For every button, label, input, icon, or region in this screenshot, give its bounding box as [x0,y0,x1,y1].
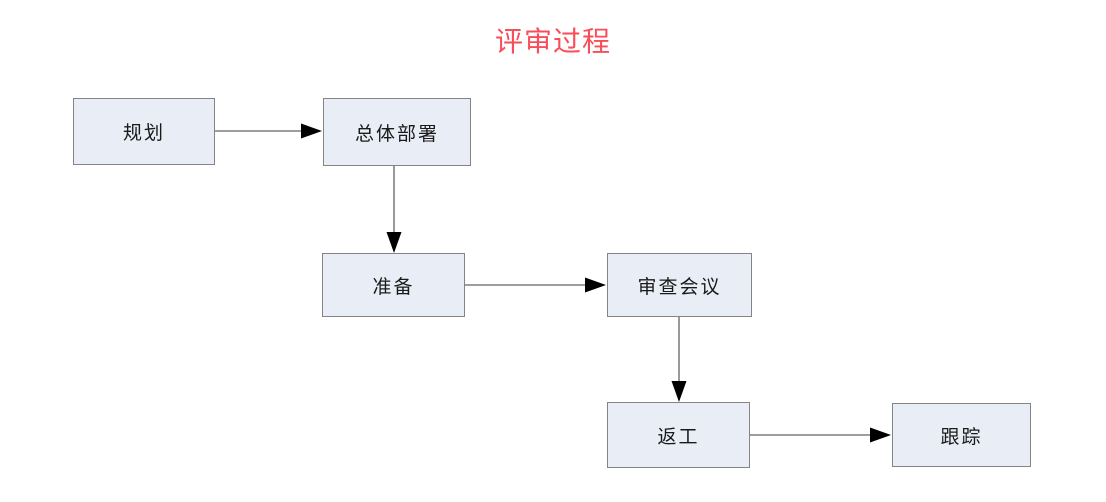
arrowhead-right-icon [870,427,891,443]
flow-node-review-meeting: 审查会议 [607,253,752,317]
flow-node-planning: 规划 [73,98,215,165]
flow-node-label: 总体部署 [354,123,439,145]
flow-node-label: 规划 [122,123,165,144]
flow-node-preparation: 准备 [322,253,465,317]
flow-node-label: 审查会议 [637,276,722,298]
arrowhead-down-icon [386,232,402,253]
flow-node-tracking: 跟踪 [892,403,1031,467]
arrowhead-down-icon [671,381,687,402]
flow-node-label: 跟踪 [940,426,983,448]
flow-node-overall-deployment: 总体部署 [323,98,471,166]
arrow-rework-to-tracking [750,427,891,443]
arrow-planning-to-overall-deployment [215,123,322,139]
arrowhead-right-icon [585,277,606,293]
arrowhead-right-icon [301,123,322,139]
arrow-preparation-to-review-meeting [465,277,606,293]
diagram-title: 评审过程 [494,26,611,57]
flow-node-rework: 返工 [607,402,750,468]
flow-node-label: 准备 [372,276,415,298]
arrow-review-meeting-to-rework [671,317,687,402]
flow-node-label: 返工 [657,426,700,448]
arrow-overall-deployment-to-preparation [386,166,402,253]
